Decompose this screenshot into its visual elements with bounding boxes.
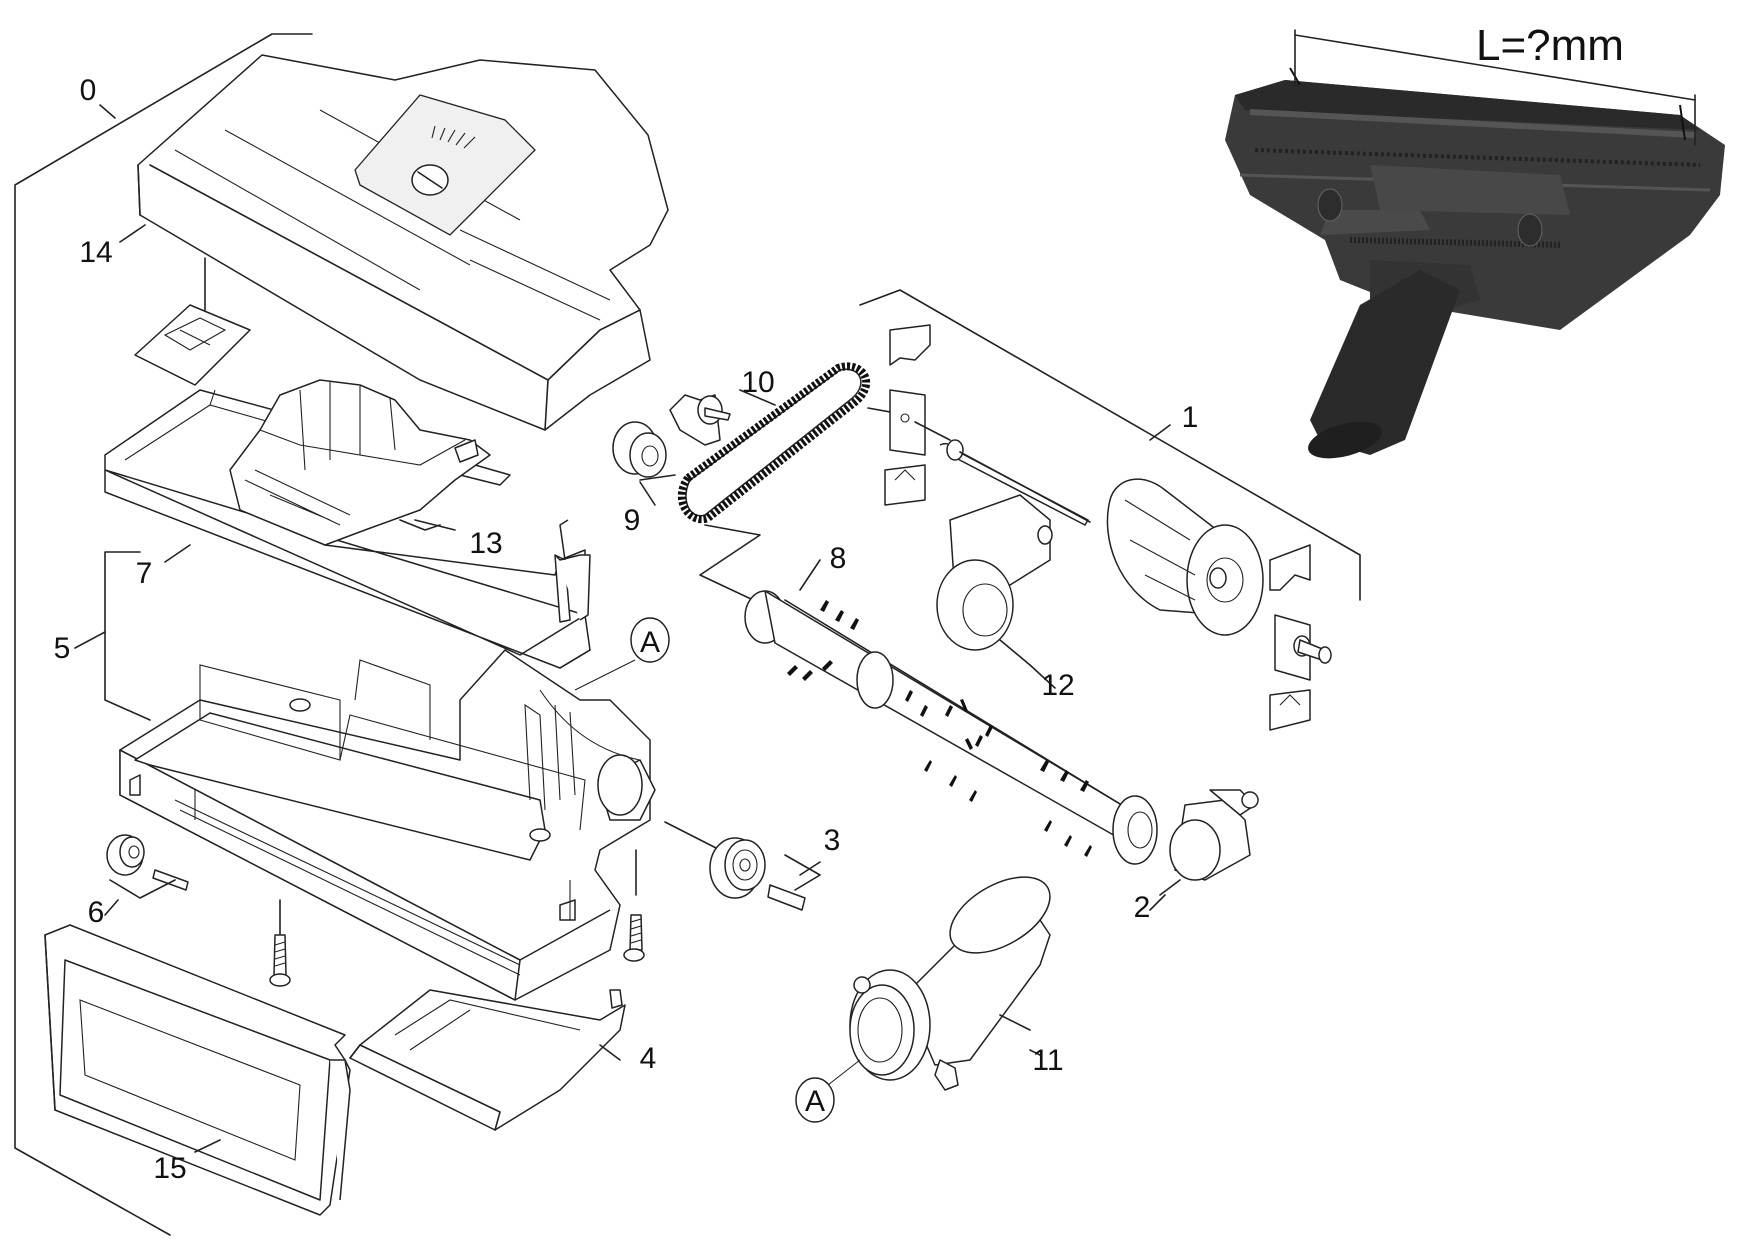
callout-10: 10: [741, 366, 774, 399]
part-15-bumper: [44, 924, 351, 1216]
screw-right: [623, 849, 645, 962]
screw-left: [269, 899, 291, 987]
callout-4: 4: [640, 1042, 657, 1075]
dimension-label: L=?mm: [1476, 21, 1624, 70]
connector-a-bottom-label: A: [805, 1085, 825, 1118]
part-10-belt: [677, 362, 871, 616]
part-14-top-cover: [137, 54, 669, 431]
callout-5: 5: [54, 632, 71, 665]
part-11-hose-adapter: [849, 876, 1051, 1091]
callout-7: 7: [136, 557, 153, 590]
callout-15: 15: [153, 1152, 186, 1185]
part-9-pulley: [612, 394, 731, 481]
part-6-roller: [106, 834, 189, 899]
part-13-filter-housing: [229, 379, 491, 546]
part-12-end-cap: [936, 494, 1053, 666]
callout-0: 0: [80, 74, 97, 107]
callout-2: 2: [1134, 891, 1151, 924]
callout-1: 1: [1182, 401, 1199, 434]
callout-11: 11: [1032, 1044, 1063, 1077]
callout-14: 14: [79, 236, 112, 269]
callout-6: 6: [88, 896, 105, 929]
bracket-5: [104, 551, 151, 721]
callout-8: 8: [830, 542, 847, 575]
connector-a-bottom: A: [795, 1059, 861, 1123]
part-2-end-cap: [1159, 789, 1259, 896]
bracket-0: [14, 33, 313, 1236]
part-3-wheel: [664, 821, 821, 911]
callout-3: 3: [824, 824, 841, 857]
connector-a-top: A: [539, 617, 670, 761]
callout-leaders: [74, 104, 1171, 1153]
product-photo-nozzle: [1225, 29, 1725, 459]
part-14-clip: [134, 257, 251, 386]
bracket-1: [859, 289, 1361, 601]
callout-13: 13: [469, 527, 502, 560]
part-4-bottom-plate: [349, 989, 626, 1131]
callout-12: 12: [1041, 669, 1074, 702]
part-base-housing: [119, 649, 656, 1001]
part-8-brush-roll: [744, 590, 1158, 865]
part-1-shaft-assembly: [867, 324, 1332, 731]
callout-9: 9: [624, 504, 641, 537]
connector-a-top-label: A: [640, 626, 660, 659]
